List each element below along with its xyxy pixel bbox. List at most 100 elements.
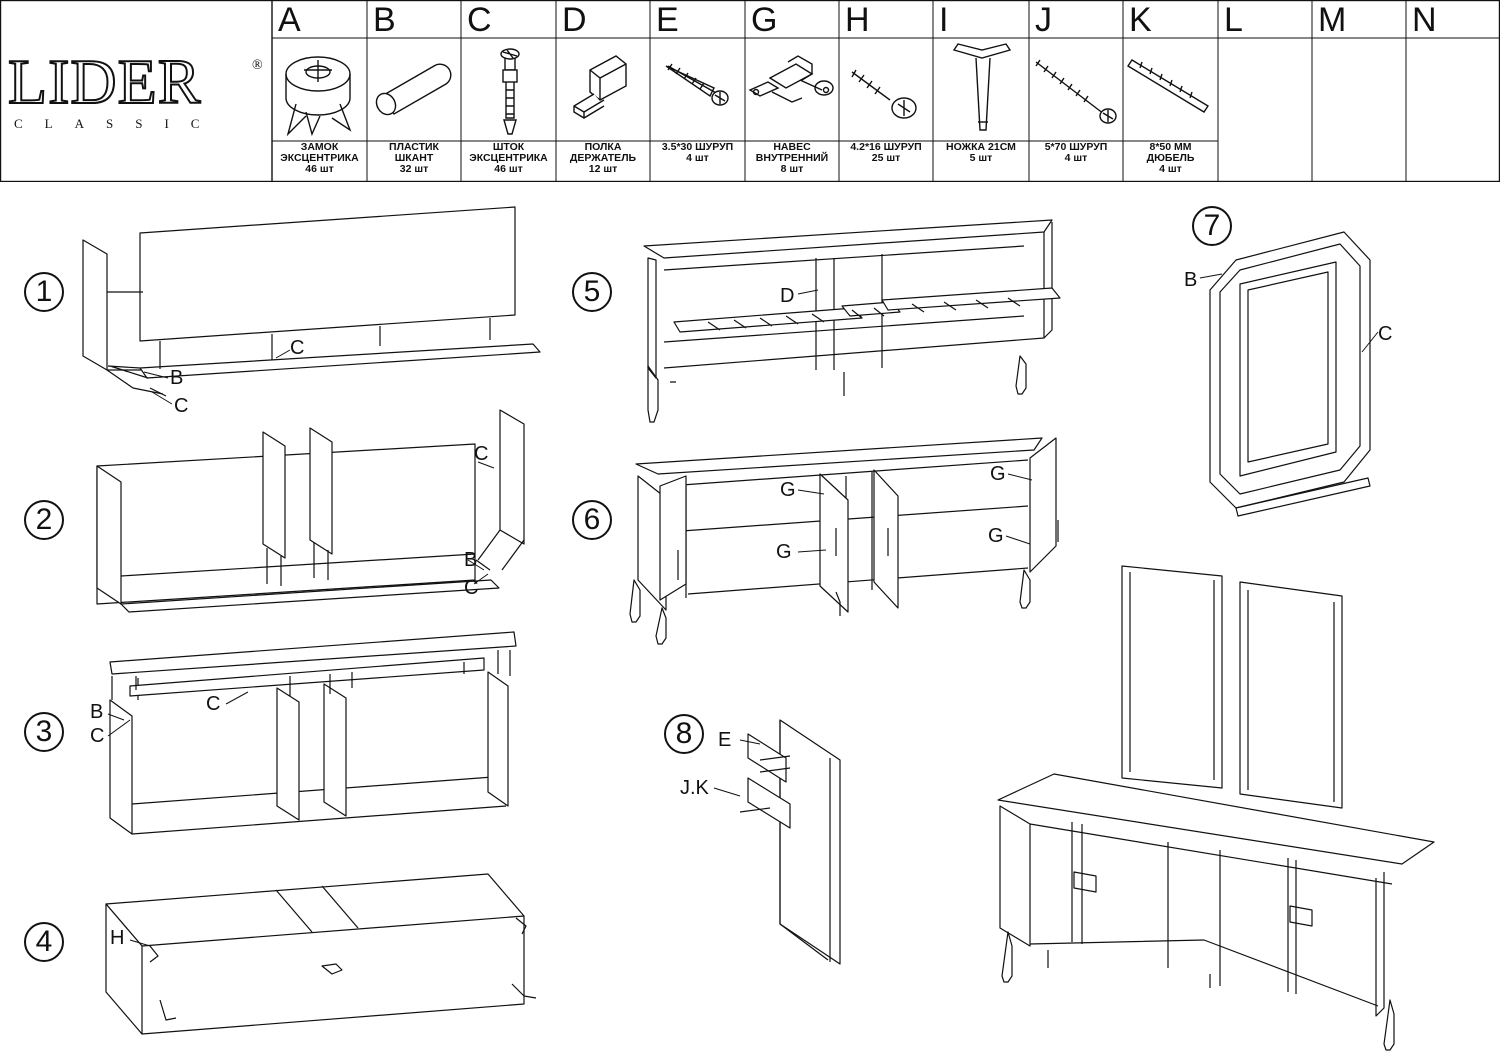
callout-step7-b: B <box>1184 269 1198 291</box>
callout-step6-g-3: G <box>990 463 1006 485</box>
callout-step8-jk: J.K <box>680 777 709 799</box>
part-quantity: 4 шт <box>686 152 709 164</box>
finished-product-drawing <box>997 565 1435 1051</box>
part-name-line: 5*70 ШУРУП <box>1044 141 1108 153</box>
step-2-drawing <box>96 409 525 613</box>
part-letter-l: L <box>1224 1 1243 39</box>
dowel-icon <box>375 63 452 116</box>
part-quantity: 46 шт <box>494 163 523 175</box>
wall-plug-icon <box>1127 59 1209 113</box>
part-name-line: ПОЛКА <box>584 141 622 153</box>
callout-step2-b: B <box>464 549 478 571</box>
part-letter-e: E <box>656 1 679 39</box>
furniture-leg-icon <box>952 43 1012 131</box>
part-name-line: 3.5*30 ШУРУП <box>661 141 734 153</box>
callout-step1-b: B <box>170 367 184 389</box>
part-letter-j: J <box>1035 1 1052 39</box>
cam-bolt-icon <box>500 48 520 135</box>
part-letter-g: G <box>751 1 778 39</box>
parts-table-grid <box>0 0 1500 182</box>
brand-tagline: CLASSIC <box>14 116 222 131</box>
short-screw-icon <box>851 69 917 119</box>
part-letter-c: C <box>467 1 492 39</box>
step-8-drawing <box>739 719 841 965</box>
callout-step3-b: B <box>90 701 104 723</box>
cam-lock-icon <box>285 56 352 137</box>
hinge-icon <box>748 55 834 103</box>
step-number-8: 8 <box>664 714 704 754</box>
part-quantity: 4 шт <box>1064 152 1088 164</box>
callout-step2-c: C <box>464 577 479 599</box>
brand-name: LIDER <box>7 46 202 117</box>
part-letter-b: B <box>373 1 396 39</box>
callout-step8-e: E <box>718 729 732 751</box>
part-letter-h: H <box>845 1 870 39</box>
step-6-drawing <box>629 437 1059 645</box>
part-letter-d: D <box>562 1 587 39</box>
step-number-3: 3 <box>24 712 64 752</box>
step-number-1: 1 <box>24 272 64 312</box>
callout-step1-c-top: C <box>290 337 305 359</box>
shelf-support-icon <box>573 55 627 119</box>
part-quantity: 4 шт <box>1159 163 1182 175</box>
brand-logo: LIDER ® CLASSIC <box>0 0 272 182</box>
step-5-drawing <box>643 219 1061 423</box>
step-3-drawing <box>109 631 517 835</box>
callout-leaders <box>107 273 1379 947</box>
step-1-drawing <box>82 206 541 397</box>
registered-mark: ® <box>252 58 263 73</box>
screw-icon <box>665 63 729 106</box>
callout-step1-c: C <box>174 395 189 417</box>
part-icons <box>285 43 1209 137</box>
part-name-line: ЭКСЦЕНТРИКА <box>469 152 548 164</box>
part-quantity: 8 шт <box>780 163 804 175</box>
part-name-line: 8*50 ММ <box>1149 141 1192 153</box>
part-name-line: ЗАМОК <box>300 141 339 153</box>
callout-step7-c: C <box>1378 323 1393 345</box>
callout-step6-g-4: G <box>988 525 1004 547</box>
callout-step6-g-1: G <box>780 479 796 501</box>
part-name-line: ШКАНТ <box>394 152 434 164</box>
callout-step4-h: H <box>110 927 125 949</box>
long-screw-icon <box>1035 59 1117 124</box>
part-name-line: ЭКСЦЕНТРИКА <box>280 152 359 164</box>
part-name-line: НОЖКА 21СМ <box>946 141 1016 153</box>
step-number-6: 6 <box>572 500 612 540</box>
step-4-drawing <box>105 873 537 1035</box>
step-7-drawing <box>1209 231 1371 517</box>
callout-step3-c-top: C <box>206 693 221 715</box>
step-number-2: 2 <box>24 500 64 540</box>
part-name-line: ВНУТРЕННИЙ <box>755 152 829 164</box>
part-quantity: 12 шт <box>588 163 618 175</box>
part-quantity: 25 шт <box>871 152 901 164</box>
part-quantity: 46 шт <box>305 163 334 175</box>
callout-step3-c-side: C <box>90 725 105 747</box>
callout-step2-c-top: C <box>474 443 489 465</box>
callout-step5-d: D <box>780 285 795 307</box>
step-number-5: 5 <box>572 272 612 312</box>
part-name-line: ДЕРЖАТЕЛЬ <box>569 152 637 164</box>
part-letter-m: M <box>1318 1 1347 39</box>
step-number-4: 4 <box>24 922 64 962</box>
callout-step6-g-2: G <box>776 541 792 563</box>
step-number-7: 7 <box>1192 206 1232 246</box>
part-letter-a: A <box>278 1 301 39</box>
part-letter-i: I <box>939 1 949 39</box>
part-quantity: 32 шт <box>399 163 429 175</box>
part-name-line: НАВЕС <box>773 141 811 153</box>
part-quantity: 5 шт <box>969 152 993 164</box>
part-name-line: ДЮБЕЛЬ <box>1146 152 1195 164</box>
part-name-line: 4.2*16 ШУРУП <box>850 141 922 153</box>
